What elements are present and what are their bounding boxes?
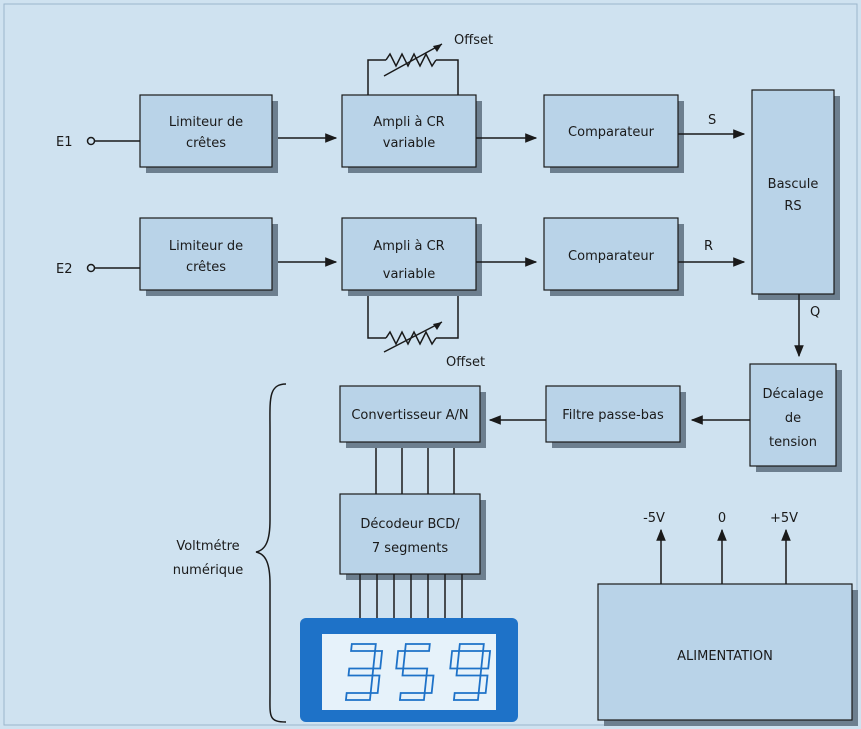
flipflop-block: Bascule RS [751,89,840,300]
bcd-bus [375,448,455,494]
flipflop-line-2: RS [784,199,801,214]
digit-2-segment-a [404,643,431,652]
comparator-block-1: Comparateur [543,94,684,173]
digit-1-segment-d [344,692,372,701]
ampli-1-line-2: variable [383,136,435,151]
frame-border [3,3,858,726]
voltmeter-brace [255,383,287,723]
input-e2-terminal [86,263,96,273]
channel-1: E1 Limiteur de crêtes Ampli à CR variabl… [56,33,746,173]
voltmeter-label-line-1: Voltmétre [176,539,239,554]
offset-resistor-1 [367,43,459,95]
ampli-2-line-2: variable [383,267,435,282]
digit-1-segment-c [369,674,381,694]
power-supply-label: ALIMENTATION [677,649,773,664]
display-digits [344,643,492,701]
ampli-1-line-1: Ampli à CR [373,115,444,130]
power-supply-block: ALIMENTATION [597,583,858,726]
offset-label-1: Offset [454,33,493,48]
decoder-line-2: 7 segments [372,541,448,556]
level-shift-block: Décalage de tension [749,363,842,472]
digit-3-segment-c [477,674,489,694]
adc-block: Convertisseur A/N [339,385,486,448]
lowpass-label: Filtre passe-bas [562,408,664,423]
seven-segment-display [300,618,518,722]
level-shift-line-3: tension [769,435,817,450]
limiter-1-line-1: Limiteur de [169,115,243,130]
rail-plus5v-label: +5V [770,511,798,526]
offset-label-2: Offset [446,355,485,370]
input-e1-terminal [86,136,96,146]
comparator-1-label: Comparateur [568,125,655,140]
limiter-2-line-2: crêtes [186,260,226,275]
limiter-block-1: Limiteur de crêtes [139,94,278,173]
limiter-1-line-2: crêtes [186,136,226,151]
digit-2-segment-d [398,692,426,701]
flipflop-line-1: Bascule [768,177,819,192]
signal-s-label: S [708,113,716,128]
digit-3-segment-g [455,667,483,677]
input-e1-label: E1 [56,135,73,150]
digit-2-segment-c [423,674,435,694]
rail-zero-label: 0 [718,511,726,526]
ampli-2-line-1: Ampli à CR [373,239,444,254]
signal-r-label: R [704,239,713,254]
digit-3-segment-b [480,650,492,670]
offset-resistor-2 [367,296,459,353]
digit-3-segment-d [452,692,480,701]
decoder-line-1: Décodeur BCD/ [360,517,460,532]
output-q-label: Q [810,305,820,320]
power-rails: -5V 0 +5V [643,511,798,584]
digit-3-segment-a [458,643,485,652]
ampli-block-2: Ampli à CR variable [341,217,482,296]
digit-1-segment-a [350,643,377,652]
limiter-block-2: Limiteur de crêtes [139,217,278,296]
voltmeter-label-line-2: numérique [173,563,244,578]
digit-1-segment-b [372,650,384,670]
segment-bus [359,574,463,618]
digit-2-segment-g [401,667,429,677]
input-e2-label: E2 [56,262,73,277]
lowpass-block: Filtre passe-bas [545,385,686,448]
ampli-block-1: Ampli à CR variable [341,94,482,173]
adc-label: Convertisseur A/N [351,408,468,423]
digit-3-segment-f [449,650,461,670]
limiter-2-line-1: Limiteur de [169,239,243,254]
digit-1-segment-g [347,667,375,677]
level-shift-line-1: Décalage [763,387,824,402]
comparator-block-2: Comparateur [543,217,684,296]
rail-minus5v-label: -5V [643,511,665,526]
decoder-block: Décodeur BCD/ 7 segments [339,493,486,580]
digit-2-segment-f [395,650,407,670]
level-shift-line-2: de [785,411,801,426]
channel-2: E2 Limiteur de crêtes Ampli à CR variabl… [56,217,746,370]
comparator-2-label: Comparateur [568,249,655,264]
